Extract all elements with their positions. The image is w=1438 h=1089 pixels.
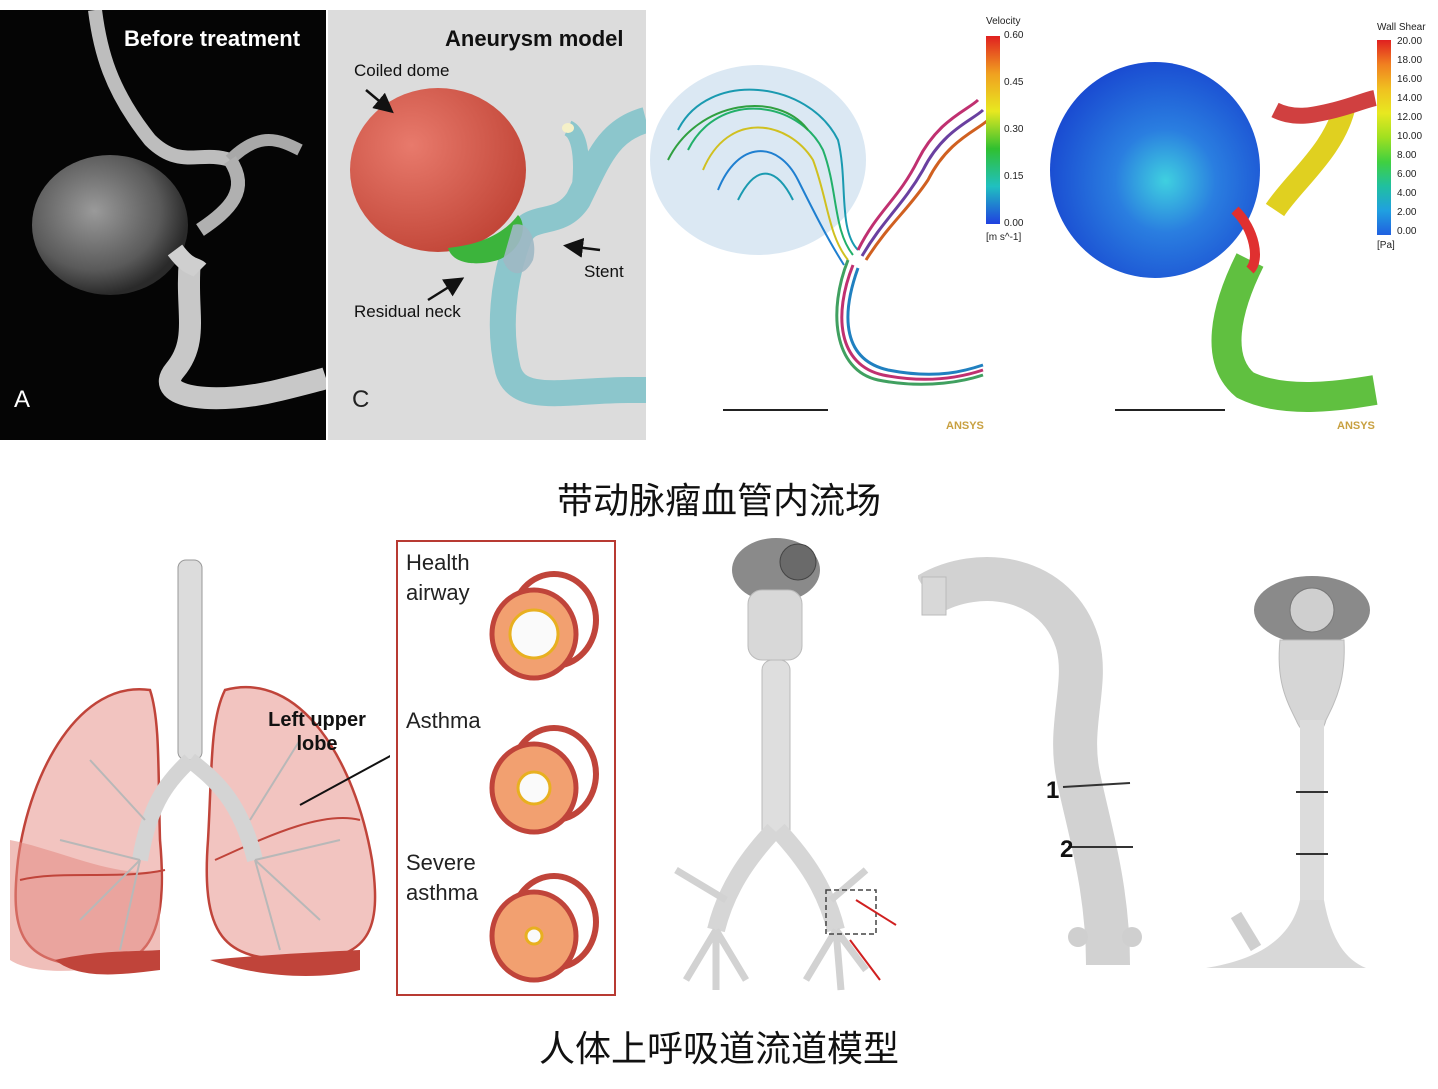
velocity-legend-title: Velocity — [986, 16, 1021, 27]
velocity-tick: 0.00 — [1004, 218, 1024, 229]
label-left-upper-lobe: Left upper lobe — [252, 708, 382, 756]
panel-trachea-side: 1 2 — [918, 555, 1158, 985]
label-coiled-dome: Coiled dome — [354, 61, 450, 80]
label-severe-asthma-text: Severe asthma — [406, 850, 479, 905]
wall-shear-legend-title: Wall Shear — [1377, 22, 1426, 33]
wall-shear-tick: 20.00 — [1397, 36, 1423, 47]
asthma-airway-icon — [489, 725, 599, 835]
panel-trachea-front — [1196, 570, 1376, 980]
panel-wall-shear: Wall Shear 20.00 18.00 16.00 14.00 12.00… — [1035, 10, 1438, 440]
panel-a-letter: A — [14, 386, 31, 413]
velocity-tick: 0.60 — [1004, 30, 1024, 41]
panel-before-treatment: Before treatment A — [0, 10, 326, 440]
velocity-tick: 0.45 — [1004, 77, 1024, 88]
wall-shear-tick: 10.00 — [1397, 131, 1423, 142]
velocity-colorbar — [986, 36, 1000, 224]
annotation-arrows — [365, 89, 601, 302]
severe-asthma-airway-icon — [489, 873, 599, 983]
wall-shear-colorbar — [1377, 40, 1391, 235]
wall-shear-unit: [Pa] — [1377, 240, 1395, 251]
trachea-front-image — [1206, 576, 1370, 968]
wall-shear-image — [1050, 62, 1378, 412]
airway-comparison-box: Health airway Asthma Severe asthma — [396, 540, 616, 996]
trachea-side-image — [918, 557, 1142, 966]
wall-shear-tick: 4.00 — [1397, 188, 1417, 199]
label-health-airway: Health airway — [406, 548, 496, 608]
marker-1: 1 — [1046, 777, 1060, 804]
panel-aneurysm-model: Aneurysm model Coiled dome Stent Residua… — [328, 10, 646, 440]
panel-c-letter: C — [352, 386, 370, 413]
velocity-unit: [m s^-1] — [986, 232, 1022, 243]
label-asthma: Asthma — [406, 708, 481, 733]
wall-shear-tick: 18.00 — [1397, 55, 1423, 66]
label-health-airway-text: Health airway — [406, 550, 470, 605]
velocity-logo: ANSYS — [946, 420, 984, 432]
wall-shear-tick: 14.00 — [1397, 93, 1423, 104]
velocity-tick: 0.30 — [1004, 124, 1024, 135]
velocity-tick: 0.15 — [1004, 171, 1024, 182]
velocity-streamline-image — [650, 65, 990, 411]
wall-shear-tick: 0.00 — [1397, 226, 1417, 237]
airway-tree-image — [674, 538, 897, 991]
angiogram-image — [32, 10, 326, 410]
lungs-image — [10, 559, 390, 976]
marker-2: 2 — [1060, 836, 1074, 863]
wall-shear-tick: 8.00 — [1397, 150, 1417, 161]
label-left-upper-lobe-text: Left upper lobe — [268, 709, 366, 755]
healthy-airway-icon — [489, 571, 599, 681]
label-stent: Stent — [584, 262, 624, 281]
wall-shear-tick: 12.00 — [1397, 112, 1423, 123]
panel-c-title: Aneurysm model — [445, 26, 624, 51]
wall-shear-tick: 16.00 — [1397, 74, 1423, 85]
aneurysm-model-image — [350, 88, 646, 407]
panel-a-title: Before treatment — [124, 26, 301, 51]
panel-airway-tree — [666, 530, 906, 1000]
wall-shear-tick: 2.00 — [1397, 207, 1417, 218]
bottom-caption: 人体上呼吸道流道模型 — [538, 1029, 899, 1070]
wall-shear-tick: 6.00 — [1397, 169, 1417, 180]
top-caption: 带动脉瘤血管内流场 — [556, 481, 881, 522]
panel-lungs: Left upper lobe — [0, 540, 390, 1010]
label-severe-asthma: Severe asthma — [406, 848, 506, 908]
panel-velocity: Velocity 0.60 0.45 0.30 0.15 0.00 [m s^-… — [648, 10, 1033, 440]
label-residual-neck: Residual neck — [354, 302, 461, 321]
wall-shear-logo: ANSYS — [1337, 420, 1375, 432]
